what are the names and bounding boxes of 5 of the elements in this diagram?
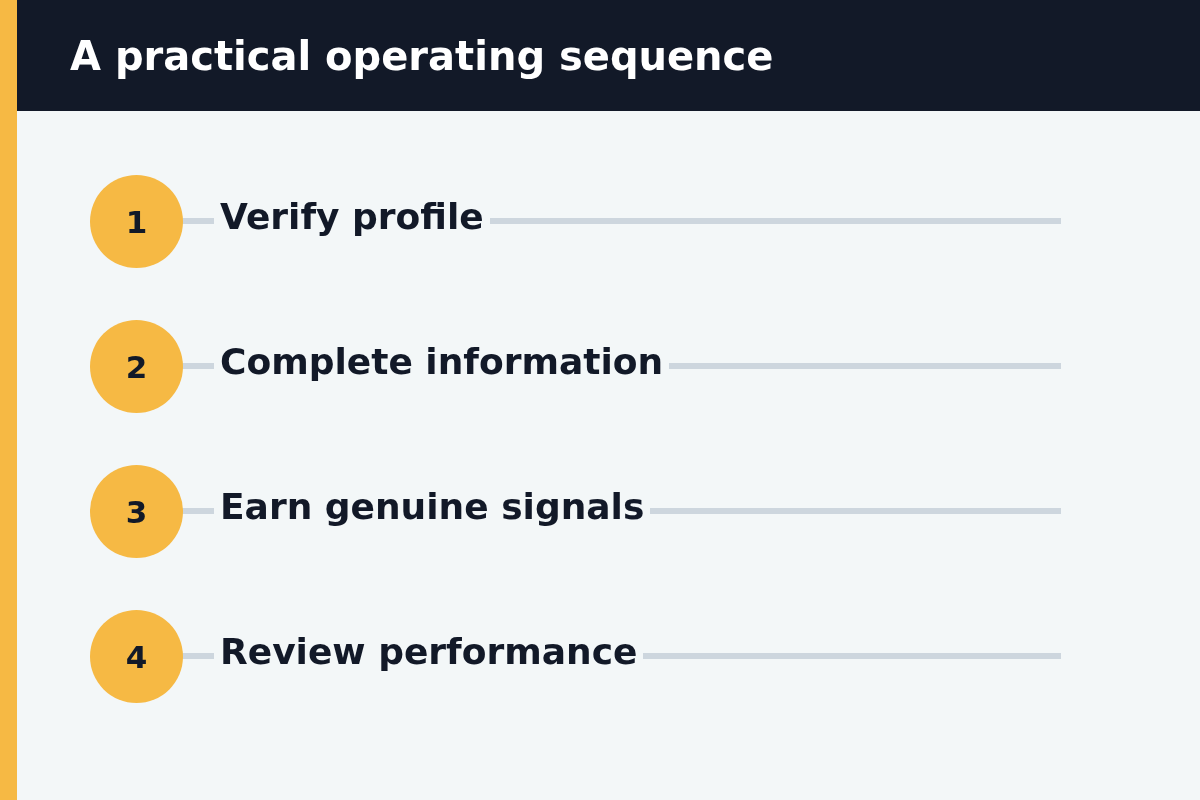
- step-number: 1: [125, 203, 148, 240]
- step-number: 2: [125, 348, 148, 385]
- title: A practical operating sequence: [70, 33, 774, 79]
- step-number: 3: [125, 493, 148, 530]
- step-number: 4: [125, 638, 148, 675]
